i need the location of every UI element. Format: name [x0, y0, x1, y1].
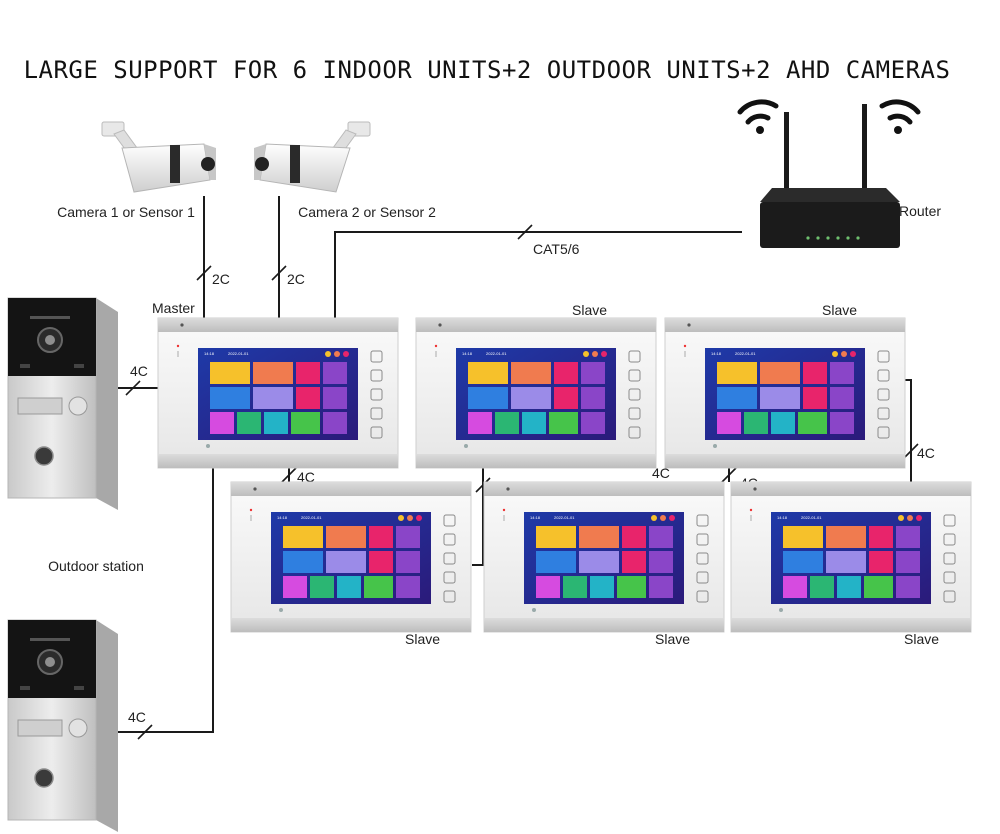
wifi-icon-left: [737, 99, 779, 134]
camera2-label: Camera 2 or Sensor 2: [298, 204, 436, 220]
wire-label-master-slave: 4C: [297, 469, 315, 485]
monitor-date: 2022-01-01: [554, 515, 575, 520]
monitor-date: 2022-01-01: [228, 351, 249, 356]
indoor-monitor-slave-2: 14:18 2022-01-01: [664, 317, 906, 469]
router-label: Router: [899, 203, 941, 219]
outdoor-station-1: [7, 297, 119, 511]
monitor-date: 2022-01-01: [735, 351, 756, 356]
slave-label-3: Slave: [405, 631, 440, 647]
indoor-monitor-slave-4: 14:18 2022-01-01: [483, 481, 725, 633]
slave-label-2: Slave: [822, 302, 857, 318]
router: [737, 99, 921, 248]
monitor-time: 14:18: [462, 351, 473, 356]
monitor-time: 14:18: [277, 515, 288, 520]
wire-label-outdoor1: 4C: [130, 363, 148, 379]
wire-label-slave-chain1: 4C: [652, 465, 670, 481]
camera-2: [254, 121, 371, 193]
indoor-monitor-master: 14:18 2022-01-01: [157, 317, 399, 469]
outdoor-station-label: Outdoor station: [48, 558, 144, 574]
outdoor-station-2: [7, 619, 119, 833]
wire-label-slave-right: 4C: [917, 445, 935, 461]
wire-label-camera2: 2C: [287, 271, 305, 287]
monitor-time: 14:18: [711, 351, 722, 356]
monitor-time: 14:18: [204, 351, 215, 356]
camera1-label: Camera 1 or Sensor 1: [57, 204, 195, 220]
wire-label-cat: CAT5/6: [533, 241, 580, 257]
wire-label-camera1: 2C: [212, 271, 230, 287]
slave-label-4: Slave: [655, 631, 690, 647]
wifi-icon-right: [879, 99, 921, 134]
monitor-time: 14:18: [777, 515, 788, 520]
wiring: [108, 196, 912, 733]
indoor-monitor-slave-3: 14:18 2022-01-01: [230, 481, 472, 633]
monitor-date: 2022-01-01: [301, 515, 322, 520]
diagram-title: LARGE SUPPORT FOR 6 INDOOR UNITS+2 OUTDO…: [24, 56, 951, 84]
wire-label-outdoor2: 4C: [128, 709, 146, 725]
slave-label-1: Slave: [572, 302, 607, 318]
monitor-date: 2022-01-01: [801, 515, 822, 520]
wire-ticks: [125, 224, 919, 740]
indoor-monitor-slave-5: 14:18 2022-01-01: [730, 481, 972, 633]
master-label: Master: [152, 300, 195, 316]
slave-label-5: Slave: [904, 631, 939, 647]
monitor-date: 2022-01-01: [486, 351, 507, 356]
camera-1: [101, 121, 216, 193]
monitor-time: 14:18: [530, 515, 541, 520]
indoor-monitor-slave-1: 14:18 2022-01-01: [415, 317, 657, 469]
